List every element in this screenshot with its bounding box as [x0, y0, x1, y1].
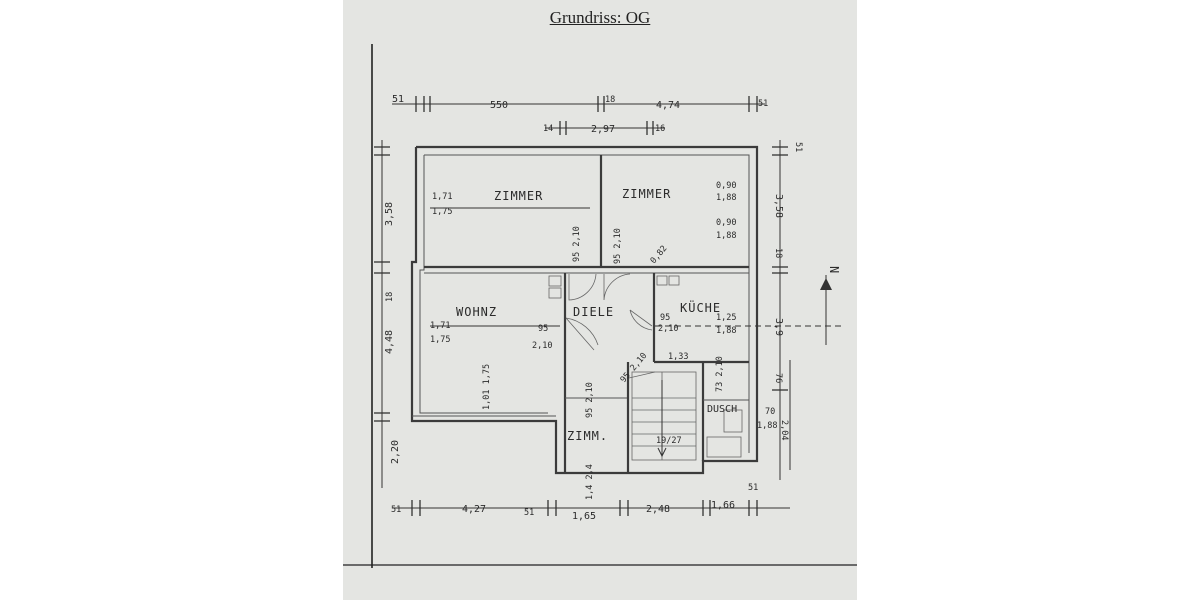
- dim-right-6: 2,04: [779, 420, 789, 440]
- dim-dusch-door: 73 2,10: [715, 356, 725, 392]
- dim-stairs: 19/27: [656, 436, 682, 446]
- dim-left-4: 2,20: [390, 440, 401, 464]
- plan-title: Grundriss: OG: [549, 8, 651, 27]
- chimney-1: [548, 275, 562, 287]
- dim-z2-window-a-2: 1,88: [716, 193, 736, 203]
- dim-wohnz-door-b: 2,10: [532, 341, 552, 351]
- dim-top-inner-1: 14: [543, 124, 553, 134]
- dim-zimm-door: 95 2,10: [585, 382, 595, 418]
- dim-top-4: 4,74: [656, 100, 680, 111]
- dim-top-2: 550: [490, 100, 508, 111]
- dim-left-1: 3,58: [384, 202, 395, 226]
- dim-top-inner-3: 16: [655, 124, 665, 134]
- dim-top-inner-2: 2,97: [591, 124, 615, 135]
- dim-stair-door: 95 2,10: [619, 351, 650, 385]
- chimney-2: [548, 287, 562, 299]
- dim-right-4: 3,9: [773, 318, 784, 336]
- chimney-4: [668, 275, 680, 286]
- dim-top-3: 18: [605, 95, 615, 105]
- dim-bottom-1: 51: [391, 505, 401, 515]
- dim-right-3: 18: [773, 248, 783, 258]
- room-label-zimm: ZIMM.: [567, 429, 608, 443]
- interior-walls: [424, 155, 749, 473]
- dim-z2-window-a-1: 0,90: [716, 181, 736, 191]
- dim-right-1: 51: [793, 142, 803, 152]
- room-label-wohnz: WOHNZ: [456, 305, 497, 319]
- north-arrow-label: N: [827, 266, 841, 274]
- dim-dusch-window-a: 70: [765, 407, 775, 417]
- dim-zimm-bottom: 1,4 2,4: [585, 464, 595, 500]
- dim-z2-window-b-2: 1,88: [716, 231, 736, 241]
- dim-diele-door-b: 2,10: [658, 324, 678, 334]
- stairs: [631, 371, 697, 461]
- dim-bottom-4: 1,65: [572, 511, 596, 522]
- dim-hall-width: 0,82: [649, 244, 670, 266]
- dim-bottom-5: 2,48: [646, 504, 670, 515]
- dim-bottom-3: 51: [524, 508, 534, 518]
- dim-wohnz-window-a: 1,71: [430, 321, 450, 331]
- dim-z1-door: 95 2,10: [572, 226, 582, 262]
- room-label-zimmer-2: ZIMMER: [622, 187, 671, 201]
- dimension-lines: [374, 96, 845, 516]
- plan-sheet: [343, 0, 857, 600]
- dim-diele-door-a: 95: [660, 313, 670, 323]
- room-label-zimmer-1: ZIMMER: [494, 189, 543, 203]
- dim-right-5: 76: [773, 373, 783, 383]
- room-label-diele: DIELE: [573, 305, 614, 319]
- dim-left-2: 18: [385, 292, 395, 302]
- dim-kueche-window-b: 1,88: [716, 326, 736, 336]
- dim-wohnz-window-b: 1,75: [430, 335, 450, 345]
- room-label-dusch: DUSCH: [707, 404, 737, 415]
- outer-walls: [410, 145, 759, 475]
- dim-bottom-2: 4,27: [462, 504, 486, 515]
- dim-bottom-7: 51: [748, 483, 758, 493]
- dim-wohnz-door-a: 95: [538, 324, 548, 334]
- door-swings: [565, 273, 656, 379]
- dim-dusch-window-b: 1,88: [757, 421, 777, 431]
- dim-z2-window-b-1: 0,90: [716, 218, 736, 228]
- chimney-3: [656, 275, 668, 286]
- dim-left-3: 4,48: [384, 330, 395, 354]
- dim-top-1: 51: [392, 94, 404, 105]
- dim-z1-window-b: 1,75: [432, 207, 452, 217]
- dim-kueche-inner: 1,33: [668, 352, 688, 362]
- dim-z1-window-a: 1,71: [432, 192, 452, 202]
- dim-kueche-window-a: 1,25: [716, 313, 736, 323]
- north-arrow: [820, 275, 832, 345]
- dim-wohnz-lower: 1,01 1,75: [482, 364, 492, 410]
- dim-z2-door: 95 2,10: [613, 228, 623, 264]
- dim-right-2: 3,58: [773, 194, 784, 218]
- dim-top-5: 51: [758, 99, 768, 109]
- dim-bottom-6: 1,66: [711, 500, 735, 511]
- room-label-kueche: KÜCHE: [680, 299, 721, 315]
